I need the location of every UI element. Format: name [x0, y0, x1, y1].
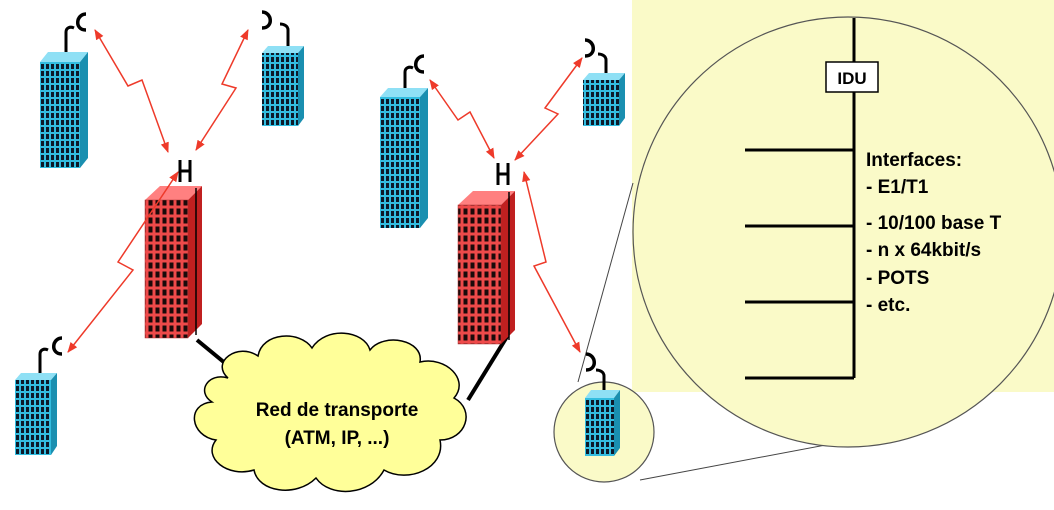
interface-item: - n x 64kbit/s — [866, 240, 981, 261]
radio-link-mid-left — [429, 79, 495, 159]
zoom-circle — [632, 16, 1054, 448]
base-station-antenna-left — [178, 160, 192, 182]
subscriber-building-bottom-left — [15, 336, 63, 455]
cloud-label-line2: (ATM, IP, ...) — [285, 428, 390, 449]
radio-link-mid-right — [514, 57, 583, 161]
interface-item: - E1/T1 — [866, 177, 929, 198]
radio-link-top-mid — [195, 29, 249, 151]
subscriber-building-top-mid — [261, 10, 304, 126]
idu-box — [825, 61, 879, 93]
interface-item: - etc. — [866, 295, 910, 316]
zoom-connector-top — [577, 182, 634, 383]
interface-item: - 10/100 base T — [866, 213, 1002, 234]
base-station-right — [457, 191, 515, 345]
subscriber-building-zoomed — [585, 352, 620, 456]
backhaul-link-right — [466, 333, 510, 402]
interface-item: - POTS — [866, 268, 929, 289]
subscriber-building-mid-right — [583, 38, 625, 126]
subscriber-building-mid-left — [380, 54, 428, 228]
idu-label: IDU — [837, 69, 866, 88]
base-station-antenna-right — [496, 163, 510, 185]
cloud-label-line1: Red de transporte — [256, 400, 419, 421]
radio-link-top-left — [94, 29, 169, 153]
radio-link-bottom-left — [67, 171, 179, 353]
radio-link-zoomed — [522, 170, 581, 353]
transport-network-cloud — [193, 332, 467, 493]
subscriber-building-top-left — [40, 12, 88, 168]
interfaces-title: Interfaces: — [866, 150, 962, 171]
